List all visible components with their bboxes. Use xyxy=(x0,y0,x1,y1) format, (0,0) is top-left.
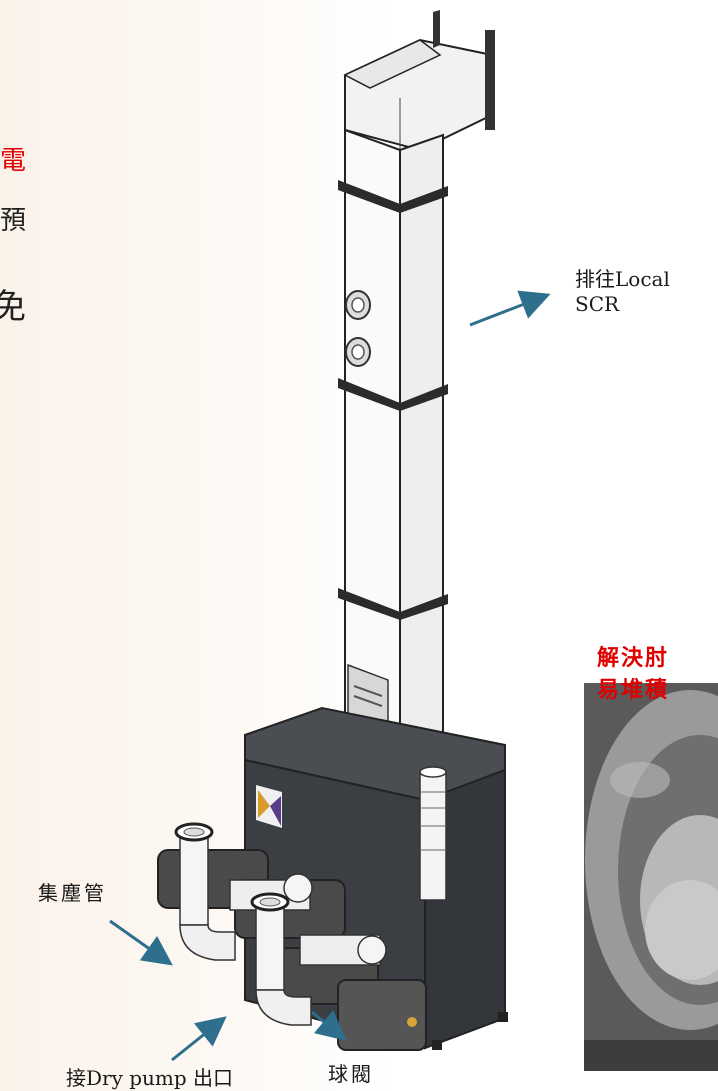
exhaust-label-line2: SCR xyxy=(575,292,620,316)
exhaust-arrow xyxy=(469,290,551,327)
dry-pump-arrow xyxy=(171,1016,227,1062)
vertical-pipe xyxy=(419,766,447,901)
dry-pump-label: 接Dry pump 出口 xyxy=(66,1066,234,1090)
red-note-line1: 解決肘 xyxy=(597,645,670,671)
exhaust-label-line1: 排往Local xyxy=(575,267,670,291)
pipework xyxy=(157,822,508,1051)
cropped-text-3: 免 xyxy=(0,287,26,327)
cropped-red-text: 電 xyxy=(0,146,27,176)
viewport-icon xyxy=(345,290,371,367)
exhaust-duct xyxy=(338,10,495,876)
cropped-text-2: 預 xyxy=(0,206,27,236)
callout-arrows xyxy=(109,290,551,1062)
red-note-line2: 易堆積 xyxy=(597,677,670,703)
dust-pipe-arrow xyxy=(109,919,173,966)
ball-valve-label: 球閥 xyxy=(328,1062,374,1086)
pipe-interior-photo xyxy=(584,683,718,1071)
ball-valve-arrow xyxy=(311,1010,347,1041)
dust-pipe-label: 集塵管 xyxy=(38,881,107,905)
